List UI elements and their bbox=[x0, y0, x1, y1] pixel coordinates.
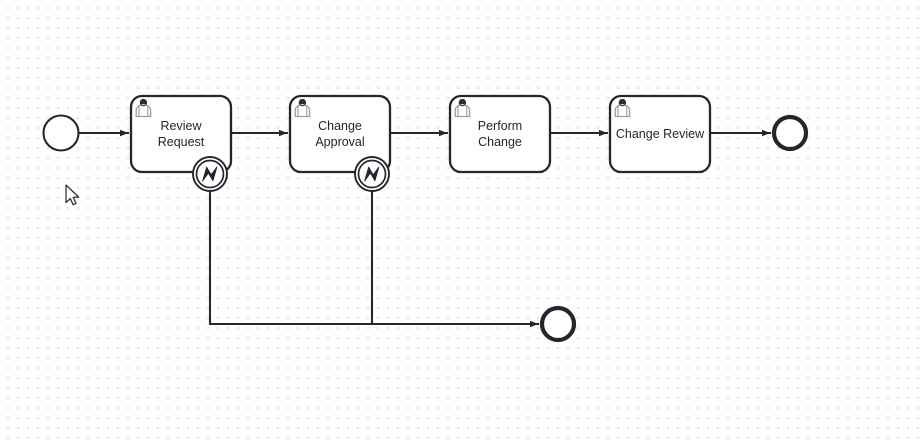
error-boundary-event-change-approval[interactable] bbox=[354, 156, 390, 192]
error-boundary-event-review-request[interactable] bbox=[192, 156, 228, 192]
sequence-flows bbox=[77, 129, 772, 328]
task-change-review[interactable] bbox=[608, 94, 712, 174]
end-event-main[interactable] bbox=[771, 114, 809, 152]
task-review-request[interactable] bbox=[129, 94, 233, 174]
sequence-flow-boundary1-to-end[interactable] bbox=[208, 189, 540, 328]
end-event-error[interactable] bbox=[539, 305, 577, 343]
start-event[interactable] bbox=[42, 114, 80, 152]
task-perform-change[interactable] bbox=[448, 94, 552, 174]
task-change-approval[interactable] bbox=[288, 94, 392, 174]
